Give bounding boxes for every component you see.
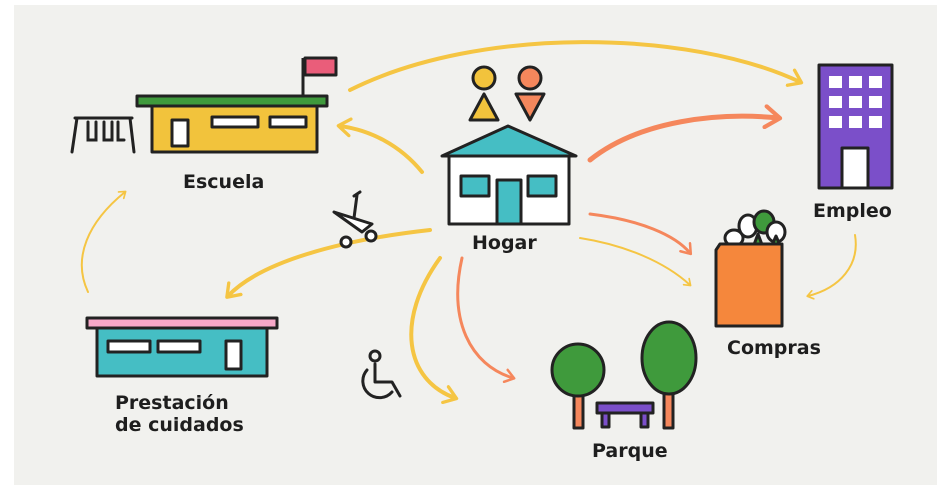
shopping-bag-icon: [714, 209, 787, 328]
arrow-home-to-school: [336, 117, 424, 174]
park-icon: [550, 320, 698, 430]
arrow-home-to-park-orange: [456, 256, 516, 384]
park-label: Parque: [592, 440, 668, 462]
employment-label: Empleo: [813, 200, 892, 222]
arrow-home-to-shopping-yellow: [579, 237, 692, 287]
care-label-line2: de cuidados: [115, 414, 244, 436]
arrow-care-to-school: [80, 190, 127, 293]
care-label-line1: Prestación: [115, 392, 229, 414]
arrow-school-to-employment: [348, 40, 804, 92]
swing-icon: [70, 116, 136, 154]
care-building-icon: [85, 316, 279, 378]
arrow-home-to-care: [225, 228, 432, 299]
stroller-icon: [332, 190, 378, 249]
arrow-home-to-park-yellow: [409, 256, 459, 405]
school-label: Escuela: [183, 171, 265, 193]
home-icon: [440, 124, 578, 226]
wheelchair-icon: [361, 349, 402, 400]
shopping-label: Compras: [727, 337, 821, 359]
arrows: [80, 40, 857, 405]
arrow-employment-to-shopping: [806, 234, 857, 300]
school-icon: [135, 56, 338, 154]
arrow-home-to-employment: [587, 104, 783, 163]
people-icon: [468, 65, 546, 122]
flag-icon: [303, 56, 338, 77]
home-label: Hogar: [472, 232, 537, 254]
office-building-icon: [817, 63, 894, 190]
arrow-home-to-shopping-orange: [588, 212, 693, 256]
